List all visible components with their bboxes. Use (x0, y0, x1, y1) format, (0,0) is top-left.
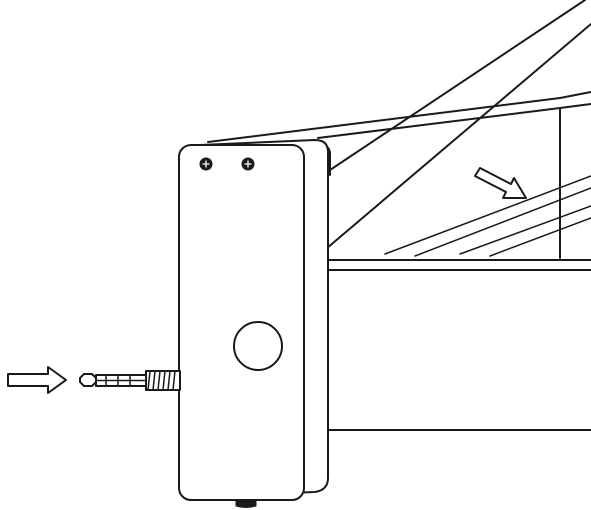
frame-top-rail-inner (317, 103, 591, 139)
threaded-pin-anchor-icon (79, 370, 181, 391)
side-block-front (178, 144, 305, 501)
slat-1 (384, 175, 591, 255)
diagonal-brace-upper (317, 0, 586, 179)
phillips-screw-icon (241, 157, 255, 171)
frame-top-rail (207, 91, 591, 143)
slat-2 (414, 187, 591, 257)
anchor-thread (145, 370, 181, 391)
slat-3 (459, 205, 591, 255)
slat-4 (489, 217, 591, 257)
phillips-screw-icon (199, 157, 213, 171)
anchor-head (79, 373, 97, 387)
outline-arrow-right-icon (7, 366, 67, 394)
side-block (178, 139, 329, 508)
adjustment-hole (233, 321, 283, 371)
foot-pad (235, 499, 257, 508)
outline-arrow-down-right-icon (474, 167, 527, 199)
diagonal-brace-lower (319, 23, 591, 255)
anchor-shaft-detail (95, 374, 147, 387)
